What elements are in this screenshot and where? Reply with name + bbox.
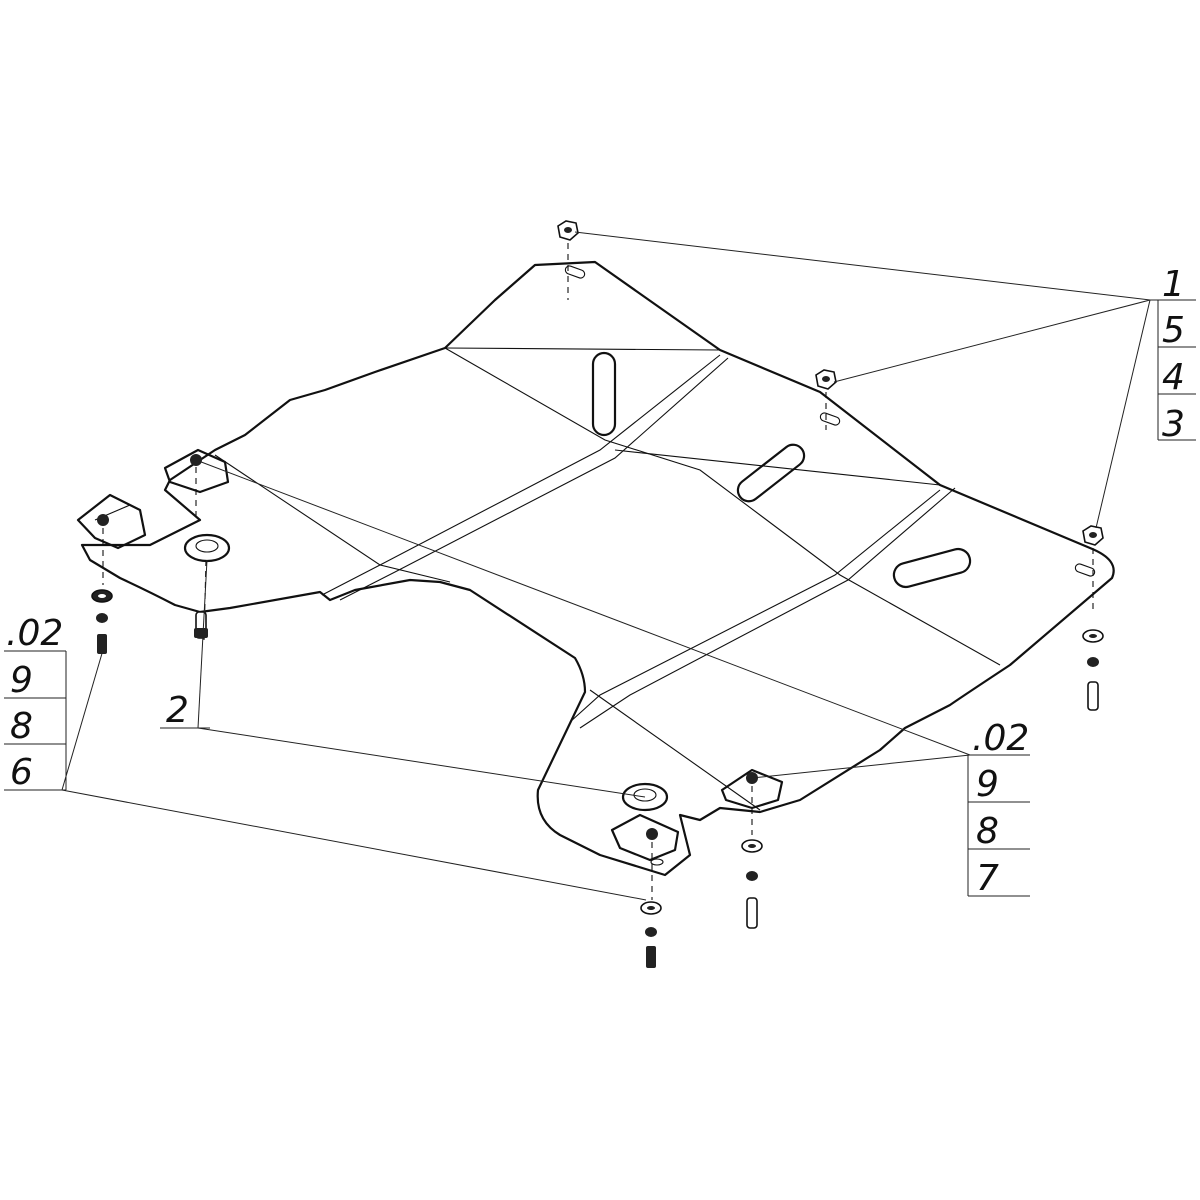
lock-washer-center bbox=[746, 871, 758, 881]
callout-label-02-left: .02 bbox=[6, 613, 63, 654]
callout-label-7: 7 bbox=[976, 858, 999, 899]
washer-bottom-hole bbox=[647, 906, 655, 910]
callout-table-right-top: 1 5 4 3 bbox=[1150, 264, 1196, 445]
bolt-left bbox=[97, 634, 107, 654]
bend-line-mid-upper bbox=[614, 449, 941, 486]
callout-center: 2 bbox=[160, 690, 210, 731]
callout-label-5: 5 bbox=[1162, 310, 1185, 351]
grommet-center-outer bbox=[621, 782, 669, 812]
slot-hole-3 bbox=[892, 547, 972, 589]
nut-middle bbox=[815, 369, 837, 390]
bolt-stack-right bbox=[1082, 629, 1104, 711]
callout-label-6: 6 bbox=[10, 752, 33, 793]
nut-top bbox=[557, 220, 579, 241]
bracket-left-rear-outline bbox=[76, 493, 147, 550]
slot-hole-1 bbox=[591, 351, 617, 437]
callout-label-2: 2 bbox=[166, 690, 189, 731]
bracket-center-bottom-hole bbox=[650, 858, 664, 866]
nut-right-hole bbox=[1089, 532, 1097, 538]
callout-label-4: 4 bbox=[1162, 357, 1185, 398]
bracket-center-bottom-outline bbox=[610, 813, 680, 862]
bolt-bottom bbox=[646, 946, 656, 968]
bracket-left-rear-bolt bbox=[97, 514, 109, 526]
grommet-left-outer bbox=[183, 533, 231, 563]
lock-washer-bottom bbox=[645, 927, 657, 937]
grommet-left bbox=[183, 533, 231, 563]
callout-label-02-right: .02 bbox=[972, 718, 1029, 759]
bolt-right bbox=[1087, 681, 1099, 711]
skid-plate bbox=[80, 260, 1115, 877]
bend-line-upper bbox=[444, 347, 721, 351]
bolt-stack-left bbox=[91, 589, 113, 654]
grommet-center-inner bbox=[633, 788, 657, 802]
callout-label-1: 1 bbox=[1162, 264, 1185, 305]
lock-washer-left bbox=[96, 613, 108, 623]
leader-lines bbox=[61, 231, 1151, 901]
slot-hole-2 bbox=[736, 443, 806, 503]
callout-label-8-left: 8 bbox=[10, 706, 33, 747]
grommet-left-inner bbox=[195, 539, 219, 553]
callout-label-9-left: 9 bbox=[10, 660, 33, 701]
rib-2a bbox=[569, 489, 941, 723]
bend-line-lower bbox=[214, 454, 451, 583]
washer-left-hole bbox=[98, 594, 106, 598]
bolt-stack-center bbox=[741, 839, 763, 929]
washer-right-hole bbox=[1089, 634, 1097, 638]
skid-plate-outline bbox=[80, 260, 1115, 877]
nut-right bbox=[1082, 525, 1104, 546]
bracket-left-front-outline bbox=[163, 448, 230, 494]
rib-1a bbox=[321, 354, 721, 596]
callout-table-right-bottom: .02 9 8 7 bbox=[967, 718, 1030, 899]
washer-center-hole bbox=[748, 844, 756, 848]
bracket-right-front-outline bbox=[720, 768, 784, 810]
lock-washer-right bbox=[1087, 657, 1099, 667]
callout-label-8-right: 8 bbox=[976, 811, 999, 852]
axis-lines bbox=[102, 243, 1094, 900]
callout-table-left: .02 9 8 6 bbox=[4, 613, 67, 793]
bolt-stack-bottom bbox=[640, 901, 662, 968]
callout-label-3: 3 bbox=[1162, 404, 1185, 445]
bolt-center-left bbox=[194, 611, 208, 639]
edge-slot-top bbox=[564, 265, 586, 279]
bend-line-lower-2 bbox=[589, 689, 761, 811]
nut-middle-hole bbox=[822, 376, 830, 382]
bracket-center-bottom-bolt bbox=[646, 828, 658, 840]
nut-top-hole bbox=[564, 227, 572, 233]
bend-line-mid-left bbox=[444, 347, 1001, 666]
rib-1b bbox=[339, 357, 729, 601]
callout-label-9-right: 9 bbox=[976, 764, 999, 805]
rib-2b bbox=[579, 487, 956, 729]
edge-slot-right bbox=[1074, 563, 1096, 577]
bolt-center bbox=[746, 897, 758, 929]
bracket-center-bottom bbox=[610, 813, 680, 866]
bolt-center-left-head bbox=[194, 628, 208, 638]
bracket-left-rear bbox=[76, 493, 147, 550]
edge-slot-mid bbox=[819, 412, 841, 426]
